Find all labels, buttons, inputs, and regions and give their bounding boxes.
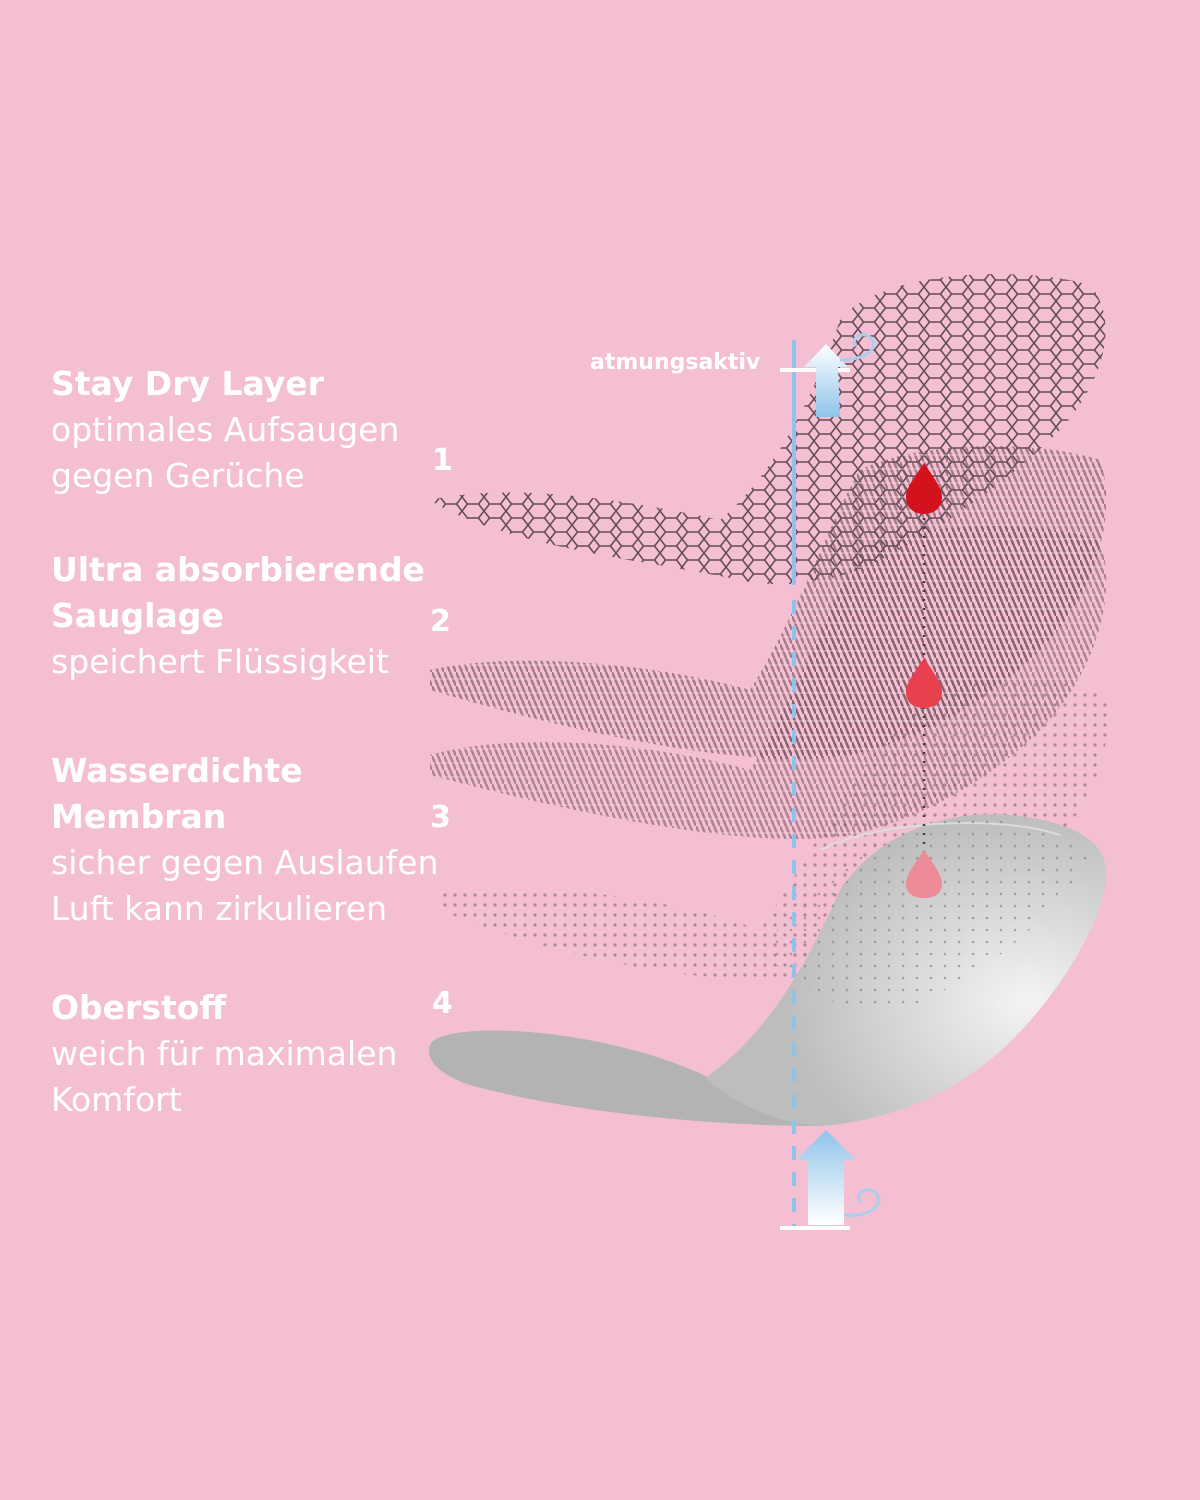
layer-3-line-2: Luft kann zirkulieren [51, 889, 388, 928]
layer-3-title-line-1: Wasserdichte [51, 751, 303, 790]
layer-4-number: 4 [432, 986, 453, 1021]
layer-2-line-1: speichert Flüssigkeit [51, 642, 389, 681]
layer-1-number: 1 [432, 443, 453, 478]
drop-icon-bottom [906, 850, 942, 898]
layer-2-description: Ultra absorbierende Sauglage speichert F… [51, 547, 471, 685]
layer-2-title-line-1: Ultra absorbierende [51, 550, 425, 589]
breathable-label: atmungsaktiv [590, 350, 761, 375]
drop-icon-top [906, 463, 942, 514]
layer-1-line-1: optimales Aufsaugen [51, 410, 400, 449]
layer-4-line-1: weich für maximalen [51, 1034, 398, 1073]
layer-4-title: Oberstoff [51, 988, 227, 1027]
air-arrow-up-icon [780, 1130, 881, 1230]
layer-3-line-1: sicher gegen Auslaufen [51, 843, 439, 882]
layer-1-description: Stay Dry Layer optimales Aufsaugen gegen… [51, 361, 471, 499]
layer-4-line-2: Komfort [51, 1080, 182, 1119]
air-arrow-down-icon [780, 333, 876, 417]
layer-3-title-line-2: Membran [51, 797, 227, 836]
layer-4-base-shape [429, 814, 1107, 1127]
layer-2-number: 2 [430, 604, 451, 639]
layer-3-number: 3 [430, 800, 451, 835]
layer-2-title-line-2: Sauglage [51, 596, 224, 635]
layer-1-title: Stay Dry Layer [51, 364, 324, 403]
layer-4-description: Oberstoff weich für maximalen Komfort [51, 985, 471, 1123]
layer-3-description: Wasserdichte Membran sicher gegen Auslau… [51, 748, 471, 932]
drop-icon-middle [906, 658, 942, 708]
layer-1-line-2: gegen Gerüche [51, 456, 305, 495]
